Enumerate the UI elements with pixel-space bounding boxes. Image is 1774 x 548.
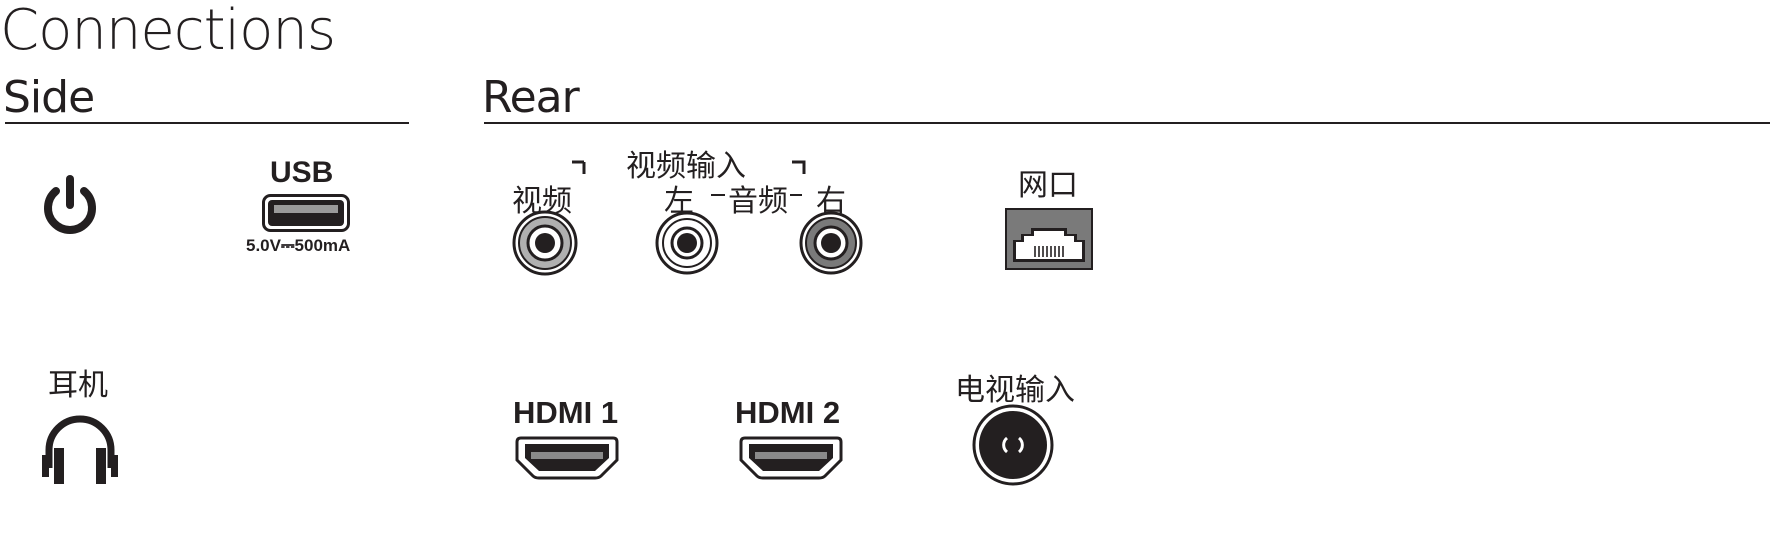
side-divider: [5, 122, 409, 124]
section-side-title: Side: [3, 72, 95, 123]
hdmi1-label: HDMI 1: [513, 395, 619, 430]
headphone-label: 耳机: [48, 368, 108, 403]
rear-divider: [484, 122, 1770, 124]
hdmi2-label: HDMI 2: [735, 395, 841, 430]
bracket-left-mark: [572, 160, 586, 174]
page-title: Connections: [0, 0, 336, 63]
section-rear-title: Rear: [482, 72, 580, 123]
tv-input-label: 电视输入: [955, 373, 1075, 408]
audio-label: 音频: [728, 184, 788, 219]
hdmi2-port-icon: [739, 436, 843, 480]
ethernet-port-icon: [1005, 208, 1093, 270]
usb-label: USB: [270, 156, 334, 189]
lan-label: 网口: [1018, 168, 1078, 203]
video-jack-icon: [512, 210, 578, 276]
video-input-label: 视频输入: [626, 149, 746, 184]
audio-dash-right: [790, 194, 802, 196]
audio-dash-left: [711, 194, 725, 196]
headphone-icon: [42, 415, 118, 484]
power-icon: [44, 175, 96, 234]
audio-left-jack-icon: [655, 211, 719, 275]
usb-rating: 5.0V⎓500mA: [246, 236, 351, 255]
bracket-right-mark: [792, 160, 806, 174]
audio-right-jack-icon: [799, 211, 863, 275]
hdmi1-port-icon: [515, 436, 619, 480]
usb-port-icon: [262, 194, 350, 232]
antenna-input-icon: [972, 404, 1054, 486]
